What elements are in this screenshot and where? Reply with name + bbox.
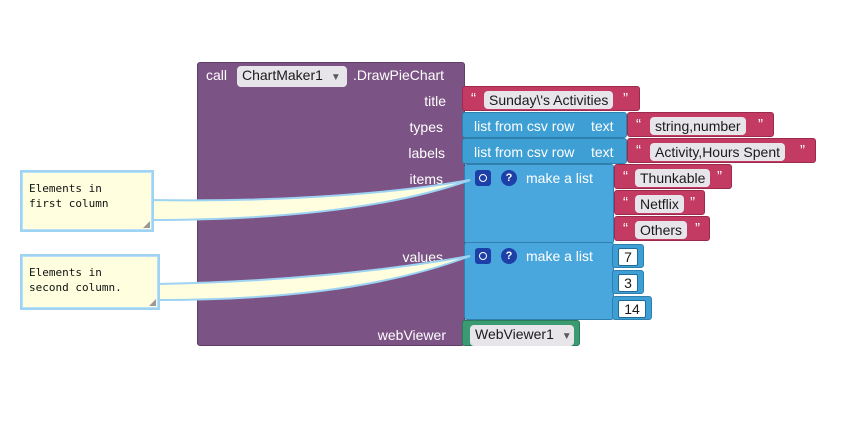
types-csv-row-label: list from csv row xyxy=(474,118,575,134)
comment-second-column[interactable]: Elements in second column. xyxy=(22,256,158,308)
component-dropdown[interactable]: ChartMaker1 ▼ xyxy=(237,66,347,87)
open-quote-icon: “ xyxy=(471,90,476,107)
number-block-3[interactable]: 14 xyxy=(612,296,652,320)
close-quote-icon: ” xyxy=(717,168,722,185)
values-make-a-list-block[interactable]: ? make a list xyxy=(464,242,614,320)
mutator-gear-icon[interactable] xyxy=(475,248,491,264)
number-field-3[interactable]: 14 xyxy=(618,300,646,318)
close-quote-icon: ” xyxy=(800,142,805,159)
labels-text-label: text xyxy=(591,144,614,160)
items-text-block-1[interactable]: “ Thunkable ” xyxy=(614,164,732,189)
open-quote-icon: “ xyxy=(623,220,628,237)
webviewer-dropdown[interactable]: WebViewer1 ▼ xyxy=(470,325,574,346)
items-text-field-2[interactable]: Netflix xyxy=(635,195,684,213)
number-field-1[interactable]: 7 xyxy=(618,248,638,266)
comment-tail-first xyxy=(149,179,471,222)
labels-text-block[interactable]: “ Activity,Hours Spent ” xyxy=(627,138,816,163)
webviewer-component-block[interactable]: WebViewer1 ▼ xyxy=(462,320,580,346)
title-text-field[interactable]: Sunday\'s Activities xyxy=(484,91,614,109)
labels-csv-row-block[interactable]: list from csv row text xyxy=(462,138,627,164)
chevron-down-icon: ▼ xyxy=(330,72,341,83)
number-block-2[interactable]: 3 xyxy=(612,270,644,294)
items-make-a-list-block[interactable]: ? make a list xyxy=(464,164,614,244)
close-quote-icon: ” xyxy=(690,194,695,211)
title-text-block[interactable]: “ Sunday\'s Activities ” xyxy=(462,86,640,111)
socket-title-label: title xyxy=(424,93,446,109)
close-quote-icon: ” xyxy=(758,116,763,133)
items-text-block-2[interactable]: “ Netflix ” xyxy=(614,190,705,215)
chevron-down-icon: ▼ xyxy=(561,331,572,342)
socket-labels-label: labels xyxy=(408,145,445,161)
number-block-1[interactable]: 7 xyxy=(612,244,644,268)
resize-handle-icon[interactable] xyxy=(143,221,150,228)
items-text-field-1[interactable]: Thunkable xyxy=(635,169,711,187)
comment-first-column[interactable]: Elements in first column xyxy=(22,172,152,230)
values-make-a-list-label: make a list xyxy=(526,248,593,264)
labels-csv-row-label: list from csv row xyxy=(474,144,575,160)
comment-tail-second xyxy=(157,255,471,302)
types-text-block[interactable]: “ string,number ” xyxy=(627,112,774,137)
open-quote-icon: “ xyxy=(636,142,641,159)
method-label: .DrawPieChart xyxy=(353,67,445,83)
call-label: call xyxy=(206,67,228,83)
open-quote-icon: “ xyxy=(636,116,641,133)
types-text-label: text xyxy=(591,118,614,134)
types-csv-row-block[interactable]: list from csv row text xyxy=(462,112,627,138)
socket-items-label: items xyxy=(409,171,443,187)
mutator-gear-icon[interactable] xyxy=(475,170,491,186)
items-make-a-list-label: make a list xyxy=(526,170,593,186)
component-dropdown-value: ChartMaker1 xyxy=(242,67,323,83)
socket-types-label: types xyxy=(409,119,443,135)
socket-values-label: values xyxy=(402,249,443,265)
labels-text-field[interactable]: Activity,Hours Spent xyxy=(650,143,786,161)
close-quote-icon: ” xyxy=(623,90,628,107)
socket-webviewer-label: webViewer xyxy=(377,327,446,343)
help-icon[interactable]: ? xyxy=(501,248,517,264)
number-field-2[interactable]: 3 xyxy=(618,274,638,292)
resize-handle-icon[interactable] xyxy=(149,299,156,306)
open-quote-icon: “ xyxy=(623,168,628,185)
open-quote-icon: “ xyxy=(623,194,628,211)
help-icon[interactable]: ? xyxy=(501,170,517,186)
close-quote-icon: ” xyxy=(695,220,700,237)
webviewer-dropdown-value: WebViewer1 xyxy=(475,326,554,342)
comment-first-column-text[interactable]: Elements in first column xyxy=(29,182,109,210)
items-text-field-3[interactable]: Others xyxy=(635,221,688,239)
items-text-block-3[interactable]: “ Others ” xyxy=(614,216,710,241)
comment-second-column-text[interactable]: Elements in second column. xyxy=(29,266,122,294)
types-text-field[interactable]: string,number xyxy=(650,117,746,135)
